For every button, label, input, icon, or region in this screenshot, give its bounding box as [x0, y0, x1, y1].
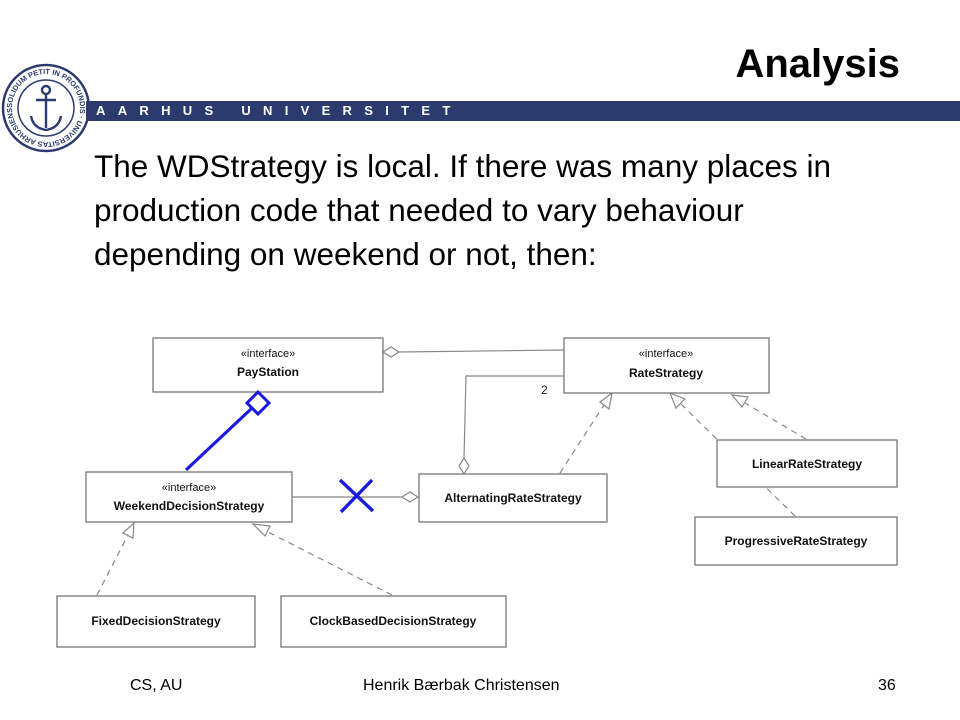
uml-class-ratestrategy: «interface» RateStrategy — [563, 337, 770, 394]
association-paystation-ratestrategy — [398, 349, 565, 353]
annotation-diamond — [244, 389, 272, 417]
paystation-stereotype: «interface» — [241, 348, 295, 360]
ratestrategy-name: RateStrategy — [629, 366, 703, 380]
linear-name: LinearRateStrategy — [752, 457, 862, 471]
fixed-name: FixedDecisionStrategy — [91, 614, 221, 628]
footer-page-number: 36 — [878, 677, 896, 694]
weekend-stereotype: «interface» — [162, 482, 216, 494]
realization-fixed — [96, 534, 129, 596]
university-name: AARHUS UNIVERSITET — [96, 103, 463, 118]
paystation-name: PayStation — [237, 365, 299, 379]
footer-author: Henrik Bærbak Christensen — [363, 677, 560, 694]
progressive-name: ProgressiveRateStrategy — [725, 534, 868, 548]
uml-class-alternatingratestrategy: AlternatingRateStrategy — [418, 473, 608, 523]
university-logo: SOLIDUM PETIT IN PROFUNDIS · UNIVERSITAS… — [0, 62, 91, 153]
uml-class-clockbaseddecisionstrategy: ClockBasedDecisionStrategy — [280, 595, 507, 648]
uml-class-weekenddecisionstrategy: «interface» WeekendDecisionStrategy — [85, 471, 293, 523]
aggregation-diamond-alternating — [458, 456, 470, 476]
slide-body-text: The WDStrategy is local. If there was ma… — [94, 148, 832, 272]
aggregation-diamond-weekend — [400, 491, 420, 503]
uml-connections — [96, 346, 807, 596]
aggregation-diamond-paystation — [381, 346, 401, 358]
anchor-icon — [29, 84, 63, 132]
university-bar — [86, 101, 960, 121]
annotation-cross-icon — [338, 478, 375, 514]
realization-head-fixed — [121, 521, 135, 539]
slide-title: Analysis — [735, 42, 900, 86]
realization-head-clockbased — [251, 523, 271, 538]
realization-head-linear — [730, 394, 749, 409]
realization-linear — [744, 402, 807, 440]
uml-class-progressiveratestrategy: ProgressiveRateStrategy — [694, 516, 898, 566]
realization-alternating — [559, 404, 605, 474]
weekend-name: WeekendDecisionStrategy — [114, 499, 265, 513]
alternating-name: AlternatingRateStrategy — [444, 491, 582, 505]
realization-head-alternating — [599, 391, 613, 411]
realization-head-progressive — [668, 391, 687, 410]
realization-clockbased — [265, 530, 393, 596]
ratestrategy-stereotype: «interface» — [639, 348, 693, 360]
association-alternating-ratestrategy — [463, 375, 564, 459]
uml-class-linearratestrategy: LinearRateStrategy — [716, 439, 898, 488]
footer-course: CS, AU — [130, 677, 183, 694]
multiplicity-label: 2 — [541, 383, 548, 397]
uml-class-fixeddecisionstrategy: FixedDecisionStrategy — [56, 595, 256, 648]
annotation-new-association — [184, 389, 272, 472]
clockbased-name: ClockBasedDecisionStrategy — [310, 614, 477, 628]
uml-class-paystation: «interface» PayStation — [152, 337, 384, 393]
